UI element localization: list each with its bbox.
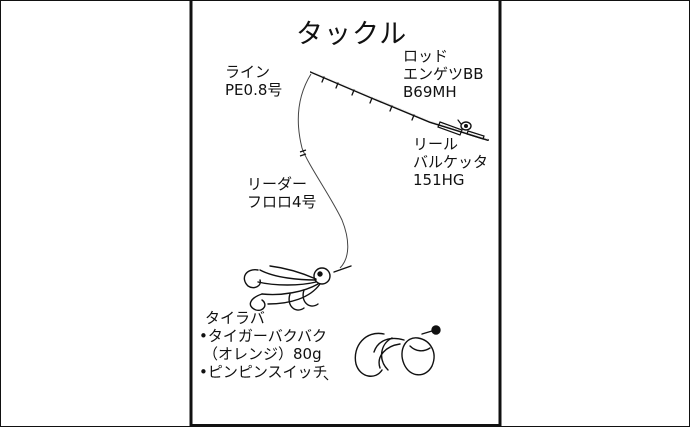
page-title: タックル: [296, 19, 408, 50]
rod-label: ロッド: [403, 47, 449, 65]
tairaba-lure-right: [354, 325, 441, 377]
line-label: ライン: [225, 63, 271, 81]
leader-spec: フロロ4号: [247, 193, 317, 211]
reel-model-line2: 151HG: [413, 171, 465, 189]
tairaba-lure-left: [243, 265, 352, 312]
rod-model-line1: エンゲツBB: [403, 65, 484, 83]
fishing-line: [297, 73, 349, 269]
lure-item2: •ピンピンスイッチ: [199, 363, 328, 381]
knot-mark: [299, 149, 307, 157]
line-spec: PE0.8号: [225, 81, 283, 99]
lure-label: タイラバ: [205, 309, 265, 327]
lure-item1: •タイガーバクバク: [199, 327, 327, 345]
rod-illustration: [310, 70, 489, 141]
reel-model-line1: バルケッタ: [413, 153, 489, 171]
leader-label: リーダー: [247, 175, 308, 193]
rod-model-line2: B69MH: [403, 83, 457, 101]
stroke-mark: [323, 375, 329, 381]
lure-item1-detail: （オレンジ）80g: [203, 345, 322, 363]
reel-label: リール: [413, 135, 459, 153]
